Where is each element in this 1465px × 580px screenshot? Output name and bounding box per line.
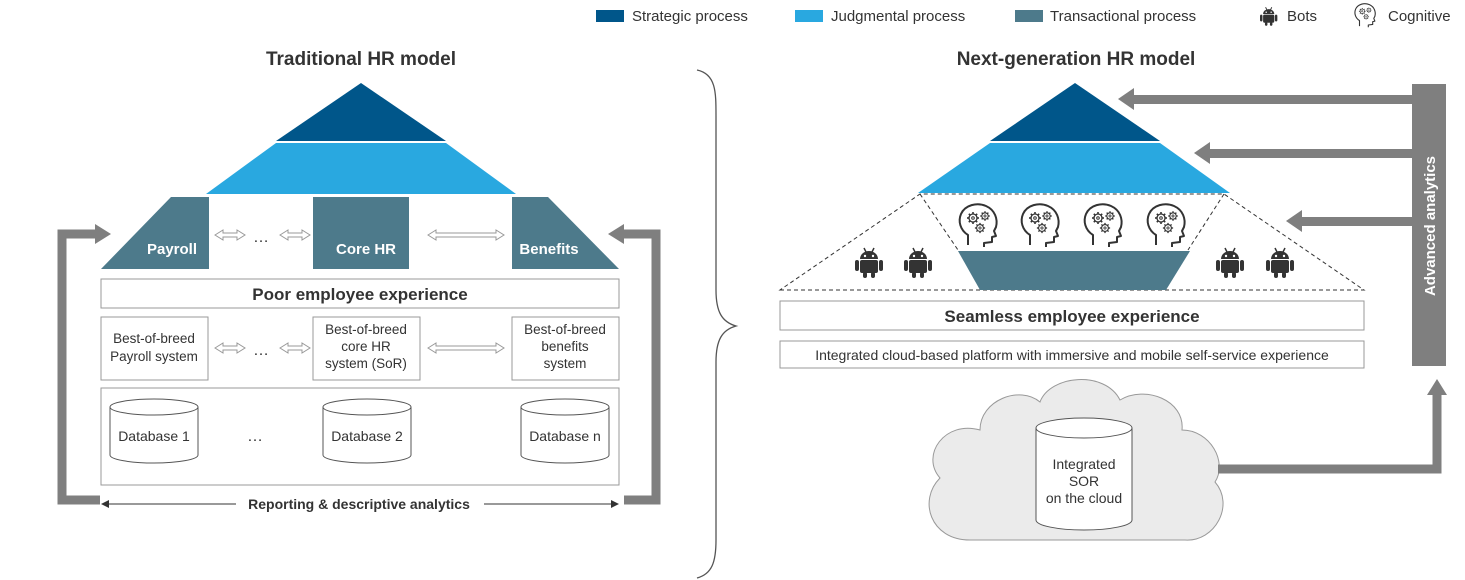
- cloud-db-line3: on the cloud: [1046, 490, 1122, 506]
- payroll-system-line2: Payroll system: [110, 349, 198, 364]
- database-2-cylinder: [322, 398, 412, 464]
- comparison-brace: [696, 69, 739, 579]
- bot-zone-outline: [778, 193, 1366, 291]
- benefits-block: [512, 197, 619, 269]
- double-arrow-icon: [427, 229, 505, 241]
- legend-strategic-label: Strategic process: [632, 8, 748, 25]
- database-n-cylinder: [520, 398, 610, 464]
- database-2-label: Database 2: [331, 428, 403, 444]
- database-1-label: Database 1: [118, 428, 190, 444]
- judgmental-layer: [206, 143, 516, 194]
- cloud-to-analytics-arrow: [1218, 395, 1442, 474]
- analytics-arrow-strategic: [1134, 95, 1412, 104]
- cognitive-head-icon: [1085, 204, 1122, 247]
- cognitive-head-icon: [1022, 204, 1059, 247]
- payroll-system-line1: Best-of-breed: [113, 331, 195, 346]
- analytics-arrow-judgmental: [1210, 149, 1412, 158]
- core-system-line2: core HR: [341, 339, 391, 354]
- core-hr-system-box: [312, 316, 421, 381]
- core-hr-label: Core HR: [336, 241, 396, 258]
- seamless-experience-box: [779, 300, 1365, 331]
- benefits-system-line1: Best-of-breed: [524, 322, 606, 337]
- strategic-layer: [276, 83, 446, 141]
- seamless-experience-label: Seamless employee experience: [944, 307, 1199, 326]
- legend: Strategic process Judgmental process Tra…: [596, 4, 1451, 28]
- bot-icon: [854, 247, 884, 279]
- double-arrow-icon: [214, 342, 246, 354]
- cloud-db-line2: SOR: [1069, 473, 1099, 489]
- right-feedback-arrow: [622, 229, 661, 505]
- legend-bots-label: Bots: [1287, 8, 1317, 25]
- reporting-label: Reporting & descriptive analytics: [248, 496, 470, 512]
- left-feedback-arrowhead: [95, 224, 111, 244]
- platform-label: Integrated cloud-based platform with imm…: [815, 347, 1329, 363]
- next-gen-model: Next-generation HR model Seamless employ…: [778, 49, 1447, 541]
- legend-judgmental-label: Judgmental process: [831, 8, 965, 25]
- ellipsis-text: …: [253, 342, 269, 359]
- database-n-label: Database n: [529, 428, 601, 444]
- legend-strategic-swatch: [596, 10, 624, 22]
- cloud-to-analytics-arrowhead: [1427, 379, 1447, 395]
- core-system-line3: system (SoR): [325, 356, 407, 371]
- payroll-label: Payroll: [147, 241, 197, 258]
- bot-icon: [903, 247, 933, 279]
- benefits-system-line2: benefits: [541, 339, 589, 354]
- bot-icon: [1265, 247, 1295, 279]
- judgmental-layer: [918, 143, 1230, 193]
- double-arrow-icon: [279, 229, 311, 241]
- payroll-system-box: [100, 316, 209, 381]
- android-bot-icon: [1259, 6, 1278, 27]
- legend-transactional-swatch: [1015, 10, 1043, 22]
- transactional-layer: [958, 251, 1190, 290]
- cloud-database-cylinder: [1035, 417, 1133, 531]
- analytics-arrowhead-judgmental: [1194, 142, 1210, 164]
- traditional-title: Traditional HR model: [266, 49, 456, 70]
- advanced-analytics-bar: [1412, 84, 1446, 366]
- poor-experience-label: Poor employee experience: [252, 285, 467, 304]
- legend-judgmental-swatch: [795, 10, 823, 22]
- double-arrow-icon: [214, 229, 246, 241]
- double-arrow-icon: [427, 342, 505, 354]
- advanced-analytics-label: Advanced analytics: [1422, 156, 1439, 296]
- ellipsis-text: …: [247, 428, 263, 445]
- analytics-arrowhead-transactional: [1286, 210, 1302, 232]
- head-gears-icon: [1355, 4, 1375, 28]
- bot-zone-divider-right: [1187, 193, 1225, 251]
- bot-icon: [1215, 247, 1245, 279]
- left-feedback-arrow: [57, 229, 100, 505]
- payroll-block: [101, 197, 209, 269]
- traditional-model: Traditional HR model Payroll Core HR Ben…: [57, 49, 661, 512]
- database-1-cylinder: [109, 398, 199, 464]
- benefits-system-box: [511, 316, 620, 381]
- platform-box: [779, 340, 1365, 369]
- poor-experience-box: [100, 278, 620, 309]
- benefits-system-line3: system: [544, 356, 587, 371]
- analytics-arrow-transactional: [1302, 217, 1412, 226]
- core-hr-block: [313, 197, 409, 269]
- legend-cognitive-label: Cognitive: [1388, 8, 1451, 25]
- benefits-label: Benefits: [519, 241, 578, 258]
- cognitive-head-icon: [1148, 204, 1185, 247]
- bot-zone-divider-left: [919, 193, 959, 251]
- strategic-layer: [990, 83, 1160, 141]
- right-feedback-arrowhead: [608, 224, 624, 244]
- analytics-arrowhead-strategic: [1118, 88, 1134, 110]
- core-system-line1: Best-of-breed: [325, 322, 407, 337]
- next-gen-title: Next-generation HR model: [957, 49, 1196, 70]
- double-arrow-icon: [279, 342, 311, 354]
- ellipsis-text: …: [253, 229, 269, 246]
- cloud-db-line1: Integrated: [1052, 456, 1115, 472]
- cognitive-head-icon: [960, 204, 997, 247]
- legend-transactional-label: Transactional process: [1050, 8, 1196, 25]
